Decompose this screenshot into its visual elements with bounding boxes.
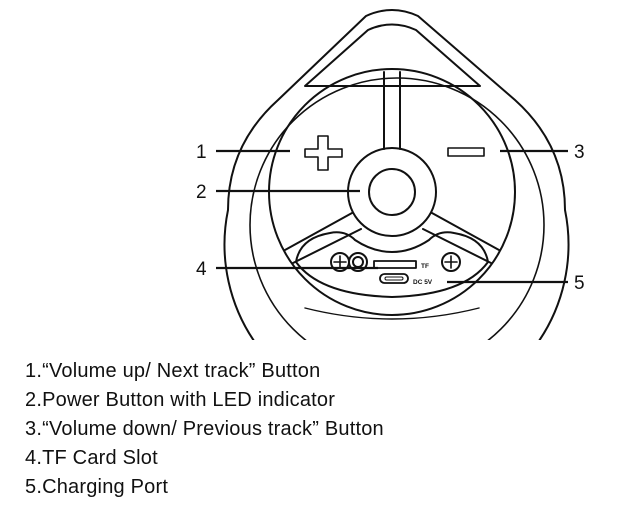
left-screw-cross [333, 255, 347, 269]
callout-number-3: 3 [574, 142, 585, 163]
divider-bottom-left [284, 212, 353, 251]
legend-item-tf-card-slot: 4.TF Card Slot [25, 447, 158, 469]
callout-number-2: 2 [196, 182, 207, 203]
dc-port-label: DC 5V [413, 279, 433, 286]
callout-number-5: 5 [574, 273, 585, 294]
round-jack-outer [348, 252, 368, 272]
outer-housing-outline [223, 9, 570, 418]
callout-number-4: 4 [196, 259, 207, 280]
strap-inner-outline [304, 23, 481, 87]
right-screw [441, 252, 461, 272]
divider-bottom-right [431, 212, 500, 251]
legend-item-volume-up: 1.“Volume up/ Next track” Button [25, 360, 321, 382]
legend-item-power-button: 2.Power Button with LED indicator [25, 389, 336, 411]
minus-icon [447, 147, 485, 157]
bottom-rim-line [304, 307, 480, 320]
charging-port [379, 273, 409, 284]
charging-port-inner [384, 276, 404, 281]
port-panel-outline [295, 231, 489, 298]
legend-item-volume-down: 3.“Volume down/ Previous track” Button [25, 418, 384, 440]
round-jack-inner [352, 256, 364, 268]
power-button [368, 168, 416, 216]
tf-card-slot [373, 260, 417, 269]
power-button-outer-ring [347, 147, 437, 237]
speaker-diagram: 1 2 3 4 5 TF DC 5V [196, 9, 585, 418]
right-screw-cross [444, 255, 458, 269]
speaker-top-view-drawing: 1 2 3 4 5 TF DC 5V [196, 9, 585, 418]
legend-item-charging-port: 5.Charging Port [25, 476, 169, 498]
tf-slot-label: TF [421, 263, 429, 270]
callout-number-1: 1 [196, 142, 207, 163]
component-legend: 1.“Volume up/ Next track” Button 2.Power… [25, 357, 384, 502]
plus-icon [304, 135, 343, 171]
